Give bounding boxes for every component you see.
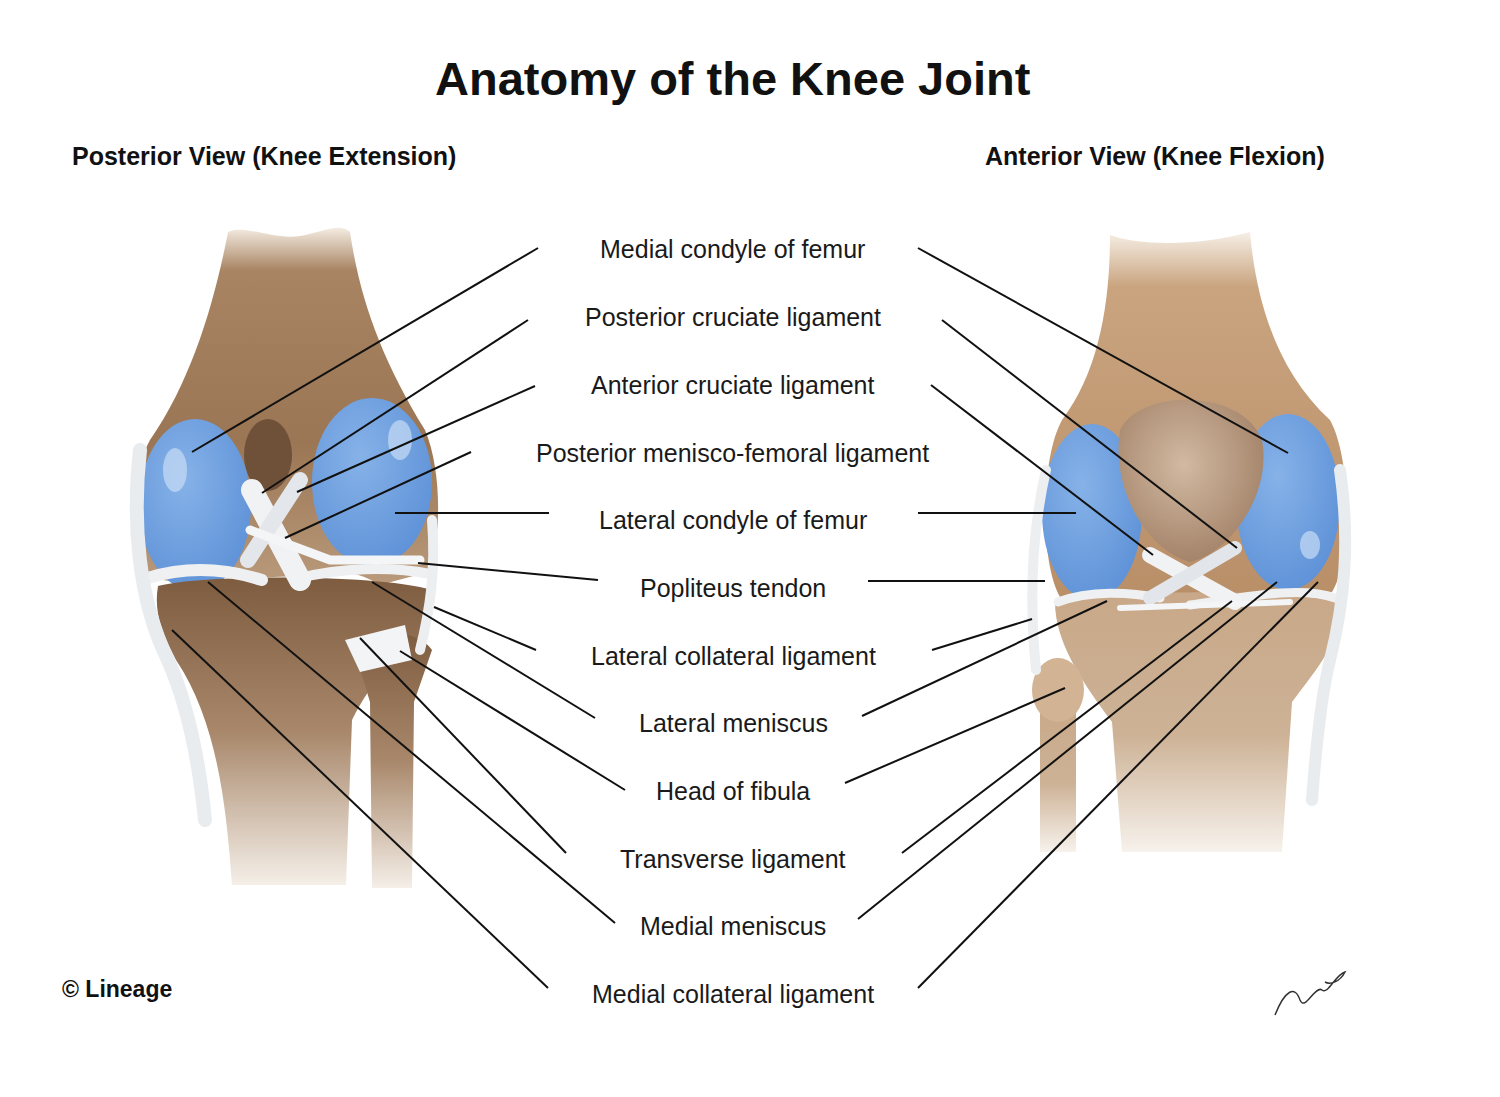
diagram-title: Anatomy of the Knee Joint <box>435 52 1030 106</box>
view-heading: Posterior View (Knee Extension) <box>72 142 456 171</box>
copyright-note: © Lineage <box>62 976 172 1002</box>
part-label: Popliteus tendon <box>636 574 830 603</box>
part-label: Anterior cruciate ligament <box>587 371 878 400</box>
part-label: Lateral meniscus <box>635 709 832 738</box>
part-label: Posterior menisco-femoral ligament <box>532 439 933 468</box>
posterior-knee <box>137 228 438 888</box>
part-label: Lateral condyle of femur <box>595 506 871 535</box>
signature-scribble <box>1275 972 1345 1015</box>
part-label: Medial meniscus <box>636 912 830 941</box>
part-label: Posterior cruciate ligament <box>581 303 885 332</box>
part-label: Head of fibula <box>652 777 814 806</box>
view-heading: Anterior View (Knee Flexion) <box>985 142 1325 171</box>
anterior-knee <box>1032 232 1347 852</box>
part-label: Medial condyle of femur <box>596 235 869 264</box>
part-label: Transverse ligament <box>616 845 850 874</box>
part-label: Medial collateral ligament <box>588 980 878 1009</box>
leader-lines <box>172 248 1318 988</box>
part-label: Lateral collateral ligament <box>587 642 880 671</box>
